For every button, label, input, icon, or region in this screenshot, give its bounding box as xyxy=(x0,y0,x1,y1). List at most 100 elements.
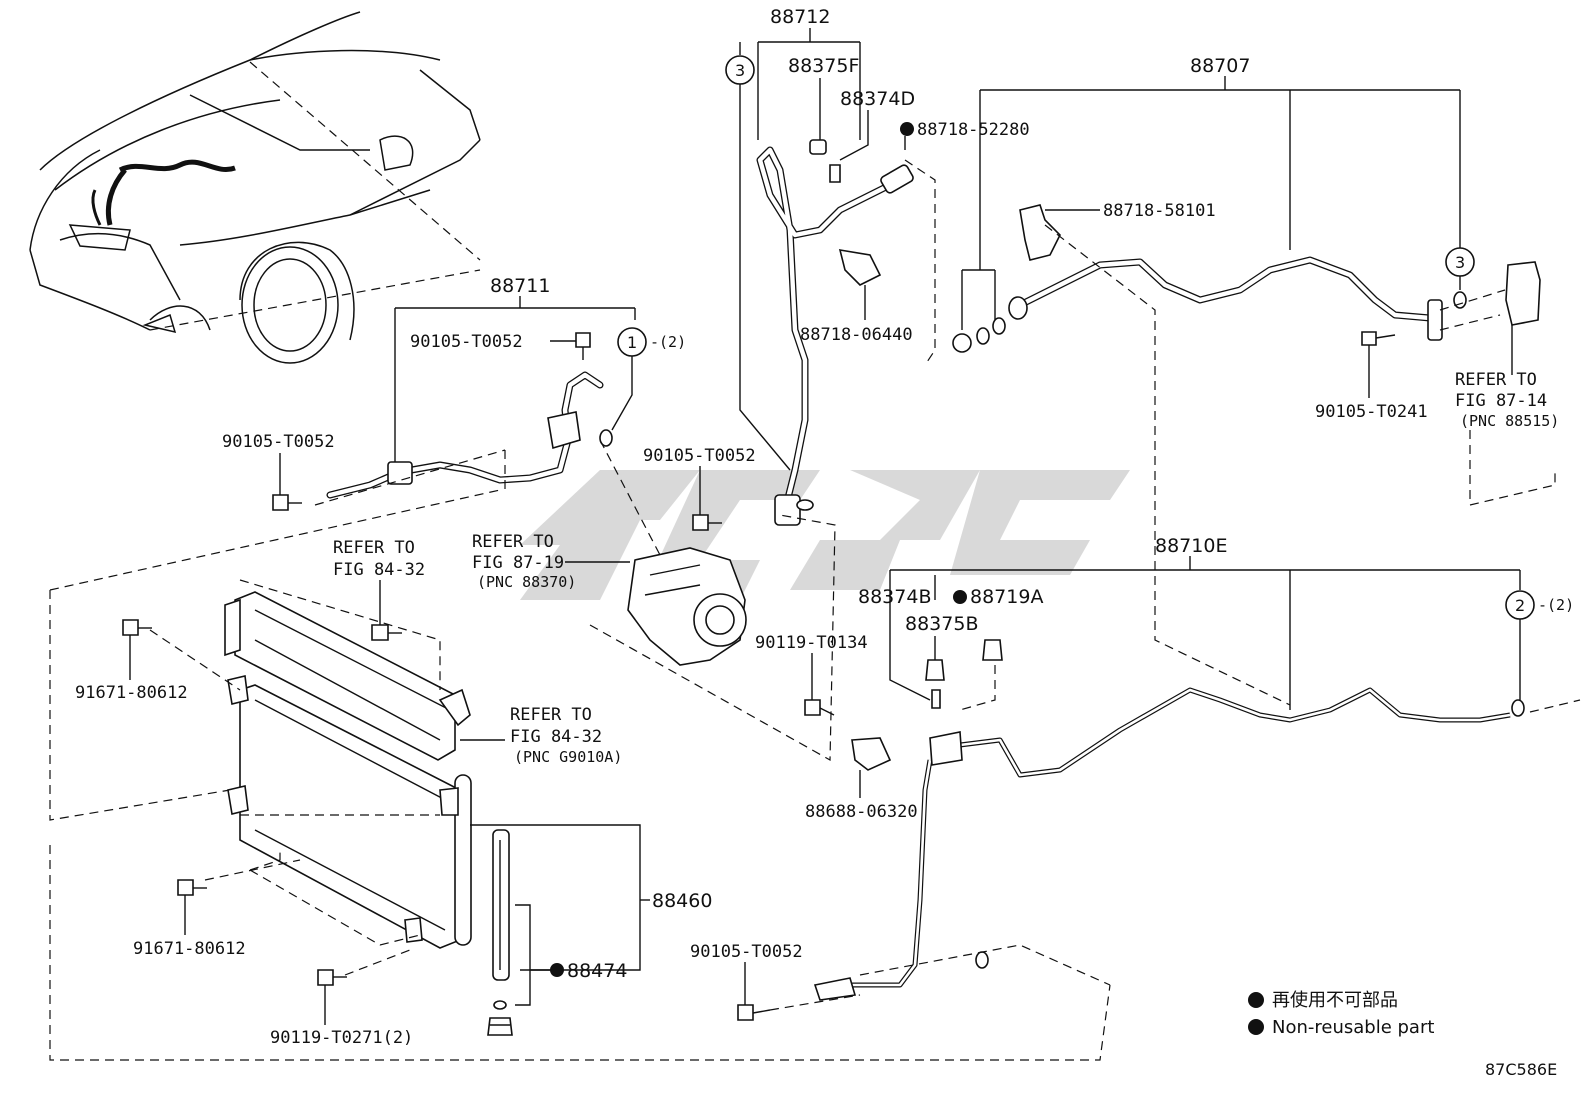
bolt-90105-T0052-b xyxy=(272,494,289,511)
dryer-plug xyxy=(487,1017,513,1036)
pipe-end-fitting-lower xyxy=(813,977,857,1001)
valve-core-88374B xyxy=(931,689,941,709)
leader-88374D xyxy=(839,110,869,161)
leader-88707 xyxy=(979,76,1461,270)
label-88688-06320: 88688-06320 xyxy=(805,802,918,822)
circle-1-number: 1 xyxy=(627,333,637,352)
refer-87-14-line1: REFER TO xyxy=(1455,370,1537,390)
bolt-head-90105-T0241 xyxy=(1361,331,1377,346)
leader-88711 xyxy=(394,296,636,465)
dash-88711 xyxy=(314,449,506,506)
nonreusable-dot-88718-52280 xyxy=(900,122,914,136)
radiator-upper xyxy=(224,591,471,761)
leader-88474 xyxy=(515,904,550,1006)
clamp-88688-06320 xyxy=(851,737,892,771)
o-ring-lower xyxy=(975,951,989,969)
liquid-pipe-88710E xyxy=(959,687,1511,778)
dryer-o-ring xyxy=(493,1000,507,1010)
bolt-91671-80612-a xyxy=(122,619,139,636)
dash-88707-down xyxy=(1044,224,1291,706)
pressure-switch-88719A xyxy=(982,639,1003,661)
label-88375F: 88375F xyxy=(788,55,859,77)
o-ring-88710E xyxy=(1511,699,1525,717)
circle-2-number: 2 xyxy=(1515,596,1525,615)
label-qty-2: -(2) xyxy=(1538,596,1574,614)
hose-fitting-top xyxy=(880,164,914,194)
dash-88718-52280 xyxy=(904,159,936,366)
leader-c1 xyxy=(611,356,633,431)
label-88707: 88707 xyxy=(1190,55,1250,77)
watermark-logo xyxy=(520,470,1130,600)
dash-condenser-top xyxy=(49,489,501,821)
label-88719A: 88719A xyxy=(970,586,1043,608)
dash-88719A xyxy=(959,665,996,711)
dash-radiator-upper xyxy=(239,579,441,690)
label-90119-T0134: 90119-T0134 xyxy=(755,633,868,653)
bolt-shank-90105-T0241 xyxy=(1375,334,1396,339)
leader-88712 xyxy=(757,28,861,140)
label-qty-1: -(2) xyxy=(650,333,686,351)
dash-lower-pipe xyxy=(859,944,1111,986)
bolt-90105-T0052-d xyxy=(737,1004,754,1021)
label-88375B: 88375B xyxy=(905,613,978,635)
label-90105-T0052-a: 90105-T0052 xyxy=(410,332,523,352)
leader-c3-top xyxy=(739,84,791,471)
pipe-end-fitting xyxy=(1008,296,1028,320)
figure-code: 87C586E xyxy=(1485,1060,1557,1079)
o-ring-88711 xyxy=(599,429,613,447)
dash-condenser-bottom xyxy=(49,845,1111,1061)
nonreusable-dot-88474 xyxy=(550,963,564,977)
refer-87-19-line2: FIG 87-19 xyxy=(472,553,564,573)
label-88718-52280: 88718-52280 xyxy=(917,120,1030,140)
label-88710E: 88710E xyxy=(1155,535,1227,557)
label-90105-T0052-b: 90105-T0052 xyxy=(222,432,335,452)
label-88374B: 88374B xyxy=(858,586,931,608)
label-90105-T0052-d: 90105-T0052 xyxy=(690,942,803,962)
muffler-88711 xyxy=(547,411,581,450)
o-ring-88707-a xyxy=(976,327,990,345)
expansion-valve-block xyxy=(1505,261,1541,326)
refer-87-19-line1: REFER TO xyxy=(472,532,554,552)
dash-90105-T0052-d xyxy=(769,994,861,1011)
pipe-flange xyxy=(1427,299,1443,341)
leader-88460 xyxy=(470,824,641,971)
refer-84-32-a-line2: FIG 84-32 xyxy=(333,560,425,580)
legend-line-en: Non-reusable part xyxy=(1272,1017,1434,1038)
compressor xyxy=(627,547,747,666)
nonreusable-dot-88719A xyxy=(953,590,967,604)
label-91671-80612-b: 91671-80612 xyxy=(133,939,246,959)
label-90105-T0052-c: 90105-T0052 xyxy=(643,446,756,466)
dash-91671-b xyxy=(204,859,301,881)
legend-dot-2 xyxy=(1248,1019,1264,1035)
valve-core-88374D xyxy=(829,164,841,183)
circle-3-right-number: 3 xyxy=(1455,253,1465,272)
hose-clamp-88711 xyxy=(387,461,413,485)
refer-87-14-line2: FIG 87-14 xyxy=(1455,391,1547,411)
dash-compressor-2 xyxy=(589,514,836,762)
suction-pipe-88707 xyxy=(1016,256,1434,322)
bolt-90105-T0052-c xyxy=(692,514,709,531)
dash-valve-lower xyxy=(1469,430,1556,506)
dash-91671-a xyxy=(149,629,241,691)
fitting-88707 xyxy=(952,333,972,353)
sketch-dash-1 xyxy=(249,61,481,261)
vehicle-location-sketch xyxy=(29,11,481,364)
legend-line-ja: 再使用不可部品 xyxy=(1272,990,1398,1011)
o-ring-right xyxy=(1453,291,1467,309)
refer-84-32-b-line1: REFER TO xyxy=(510,705,592,725)
bolt-refer-84-32 xyxy=(371,624,389,641)
label-88712: 88712 xyxy=(770,6,830,28)
leader-88707-orings xyxy=(961,269,996,330)
bolt-90105-T0052-a xyxy=(575,332,591,348)
label-91671-80612-a: 91671-80612 xyxy=(75,683,188,703)
valve-cap-88375F xyxy=(809,139,827,155)
o-ring-88707-b xyxy=(992,317,1006,335)
sketch-dash-2 xyxy=(149,269,481,331)
refer-84-32-b-line2: FIG 84-32 xyxy=(510,727,602,747)
clamp-88718-06440 xyxy=(838,249,882,286)
legend-dot-1 xyxy=(1248,992,1264,1008)
label-88718-58101: 88718-58101 xyxy=(1103,201,1216,221)
label-88711: 88711 xyxy=(490,275,550,297)
hose-fitting-bottom xyxy=(774,494,801,526)
